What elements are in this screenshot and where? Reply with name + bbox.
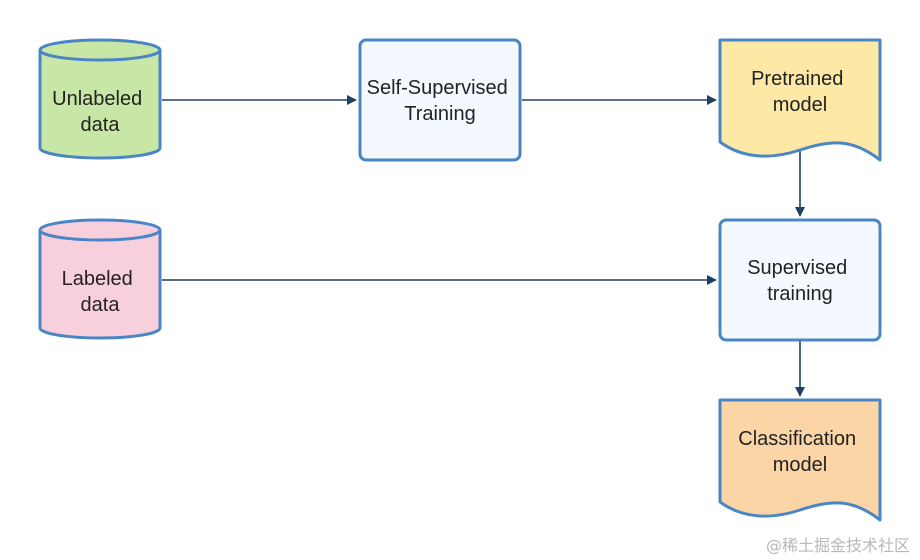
- pretrained-model-label: Pretrained model: [751, 68, 849, 116]
- supervised-training-node: Supervised training: [718, 218, 882, 342]
- watermark-text: @稀土掘金技术社区: [766, 536, 910, 555]
- unlabeled-data-label-line2: data: [81, 114, 121, 136]
- unlabeled-data-cylinder-body: [38, 50, 162, 160]
- supervised-training-box: [718, 218, 882, 342]
- unlabeled-data-cylinder-top: [38, 38, 162, 62]
- labeled-data-label: Labeled data: [62, 268, 139, 316]
- labeled-data-label-line1: Labeled: [62, 268, 133, 290]
- unlabeled-data-label-line1: Unlabeled: [52, 88, 142, 110]
- self-supervised-training-node: Self-Supervised Training: [358, 38, 522, 162]
- classification-model-document-shape: [718, 398, 882, 522]
- pretrained-model-document-shape: [718, 38, 882, 162]
- supervised-training-label: Supervised training: [747, 257, 853, 305]
- labeled-data-label-line2: data: [81, 294, 121, 316]
- labeled-data-node: Labeled data: [38, 218, 162, 340]
- unlabeled-data-node: Unlabeled data: [38, 38, 162, 160]
- self-supervised-training-label-line2: Training: [404, 103, 476, 125]
- supervised-training-label-line1: Supervised: [747, 257, 847, 279]
- classification-model-node: Classification model: [718, 398, 882, 522]
- classification-model-label-line2: model: [773, 454, 827, 476]
- pretrained-model-label-line2: model: [773, 94, 827, 116]
- self-supervised-training-label-line1: Self-Supervised: [367, 77, 508, 99]
- self-supervised-training-label: Self-Supervised Training: [367, 77, 514, 125]
- classification-model-label-line1: Classification: [738, 428, 856, 450]
- labeled-data-cylinder-body: [38, 230, 162, 340]
- unlabeled-data-label: Unlabeled data: [52, 88, 148, 136]
- classification-model-label: Classification model: [738, 428, 861, 476]
- labeled-data-cylinder-top: [38, 218, 162, 242]
- self-supervised-training-box: [358, 38, 522, 162]
- supervised-training-label-line2: training: [767, 283, 833, 305]
- pretrained-model-node: Pretrained model: [718, 38, 882, 162]
- pretrained-model-label-line1: Pretrained: [751, 68, 843, 90]
